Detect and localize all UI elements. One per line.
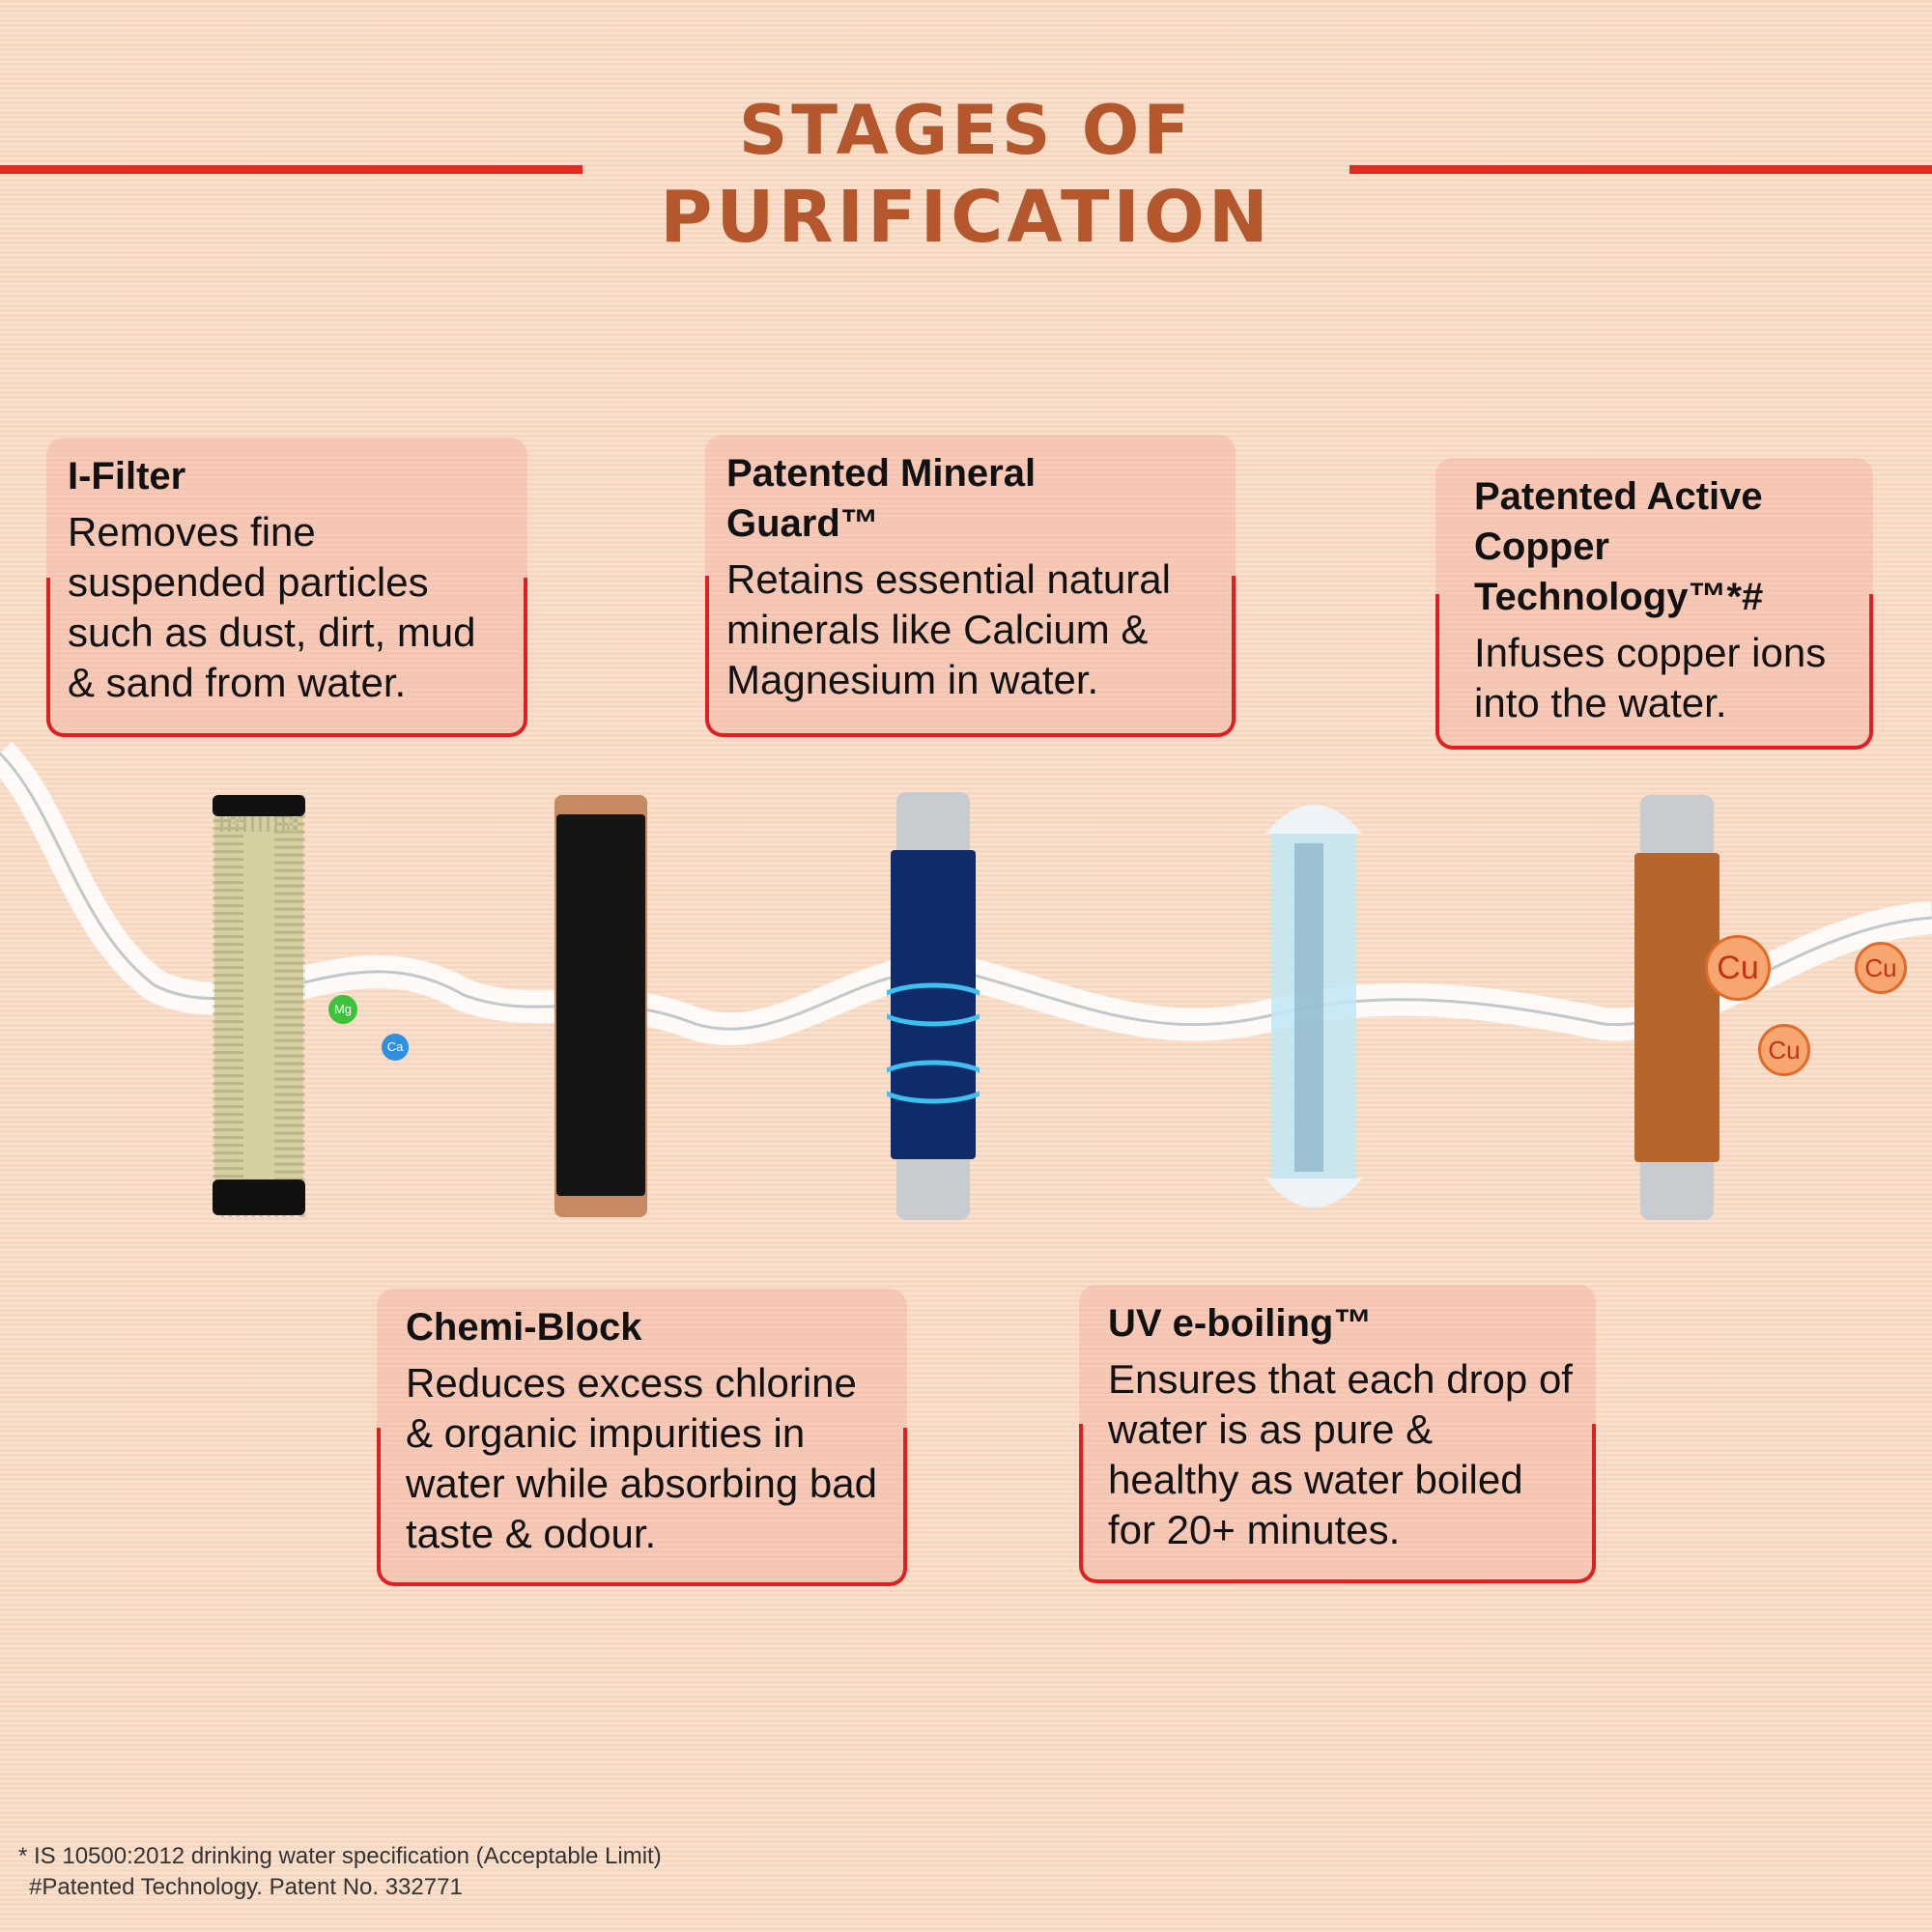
title-rule-left bbox=[0, 165, 582, 174]
mineral-guard-cartridge-icon bbox=[887, 792, 980, 1220]
stage-card-i-filter: I-Filter Removes fine suspended particle… bbox=[46, 438, 527, 737]
stage-description: Ensures that each drop of water is as pu… bbox=[1108, 1356, 1573, 1552]
chemi-block-cartridge-icon bbox=[554, 795, 647, 1217]
stage-description: Reduces excess chlorine & organic impuri… bbox=[406, 1360, 877, 1556]
stage-card-active-copper: Patented Active Copper Technology™*# Inf… bbox=[1435, 458, 1873, 750]
title-rule-right bbox=[1350, 165, 1932, 174]
copper-ion-icon: Cu bbox=[1758, 1024, 1810, 1076]
copper-ion-icon: Cu bbox=[1855, 942, 1907, 994]
footnote-standard: * IS 10500:2012 drinking water specifica… bbox=[18, 1843, 662, 1869]
stage-title: Patented Active Copper Technology™*# bbox=[1474, 475, 1764, 618]
page-title-line2: PURIFICATION bbox=[660, 176, 1272, 259]
i-filter-cartridge-icon bbox=[213, 795, 305, 1217]
active-copper-cartridge-icon bbox=[1634, 795, 1719, 1220]
stage-description: Infuses copper ions into the water. bbox=[1474, 630, 1827, 725]
stage-description: Retains essential natural minerals like … bbox=[726, 556, 1171, 702]
stage-card-mineral-guard: Patented Mineral Guard™ Retains essentia… bbox=[705, 435, 1236, 737]
stage-title: Chemi-Block bbox=[406, 1306, 642, 1349]
stage-card-chemi-block: Chemi-Block Reduces excess chlorine & or… bbox=[377, 1289, 907, 1586]
stage-title: UV e-boiling™ bbox=[1108, 1302, 1373, 1345]
stage-title: I-Filter bbox=[68, 455, 186, 497]
copper-ion-icon: Cu bbox=[1705, 935, 1771, 1001]
footnote-patent: #Patented Technology. Patent No. 332771 bbox=[29, 1874, 463, 1900]
water-stream bbox=[0, 741, 1932, 1046]
stage-description: Removes fine suspended particles such as… bbox=[68, 509, 476, 705]
stage-card-uv-e-boiling: UV e-boiling™ Ensures that each drop of … bbox=[1079, 1285, 1596, 1583]
stage-title: Patented Mineral Guard™ bbox=[726, 452, 1037, 545]
page-title-line1: STAGES OF bbox=[738, 91, 1194, 170]
magnesium-ion-icon: Mg bbox=[328, 995, 357, 1024]
calcium-ion-icon: Ca bbox=[382, 1034, 409, 1061]
uv-lamp-chamber-icon bbox=[1265, 805, 1362, 1208]
